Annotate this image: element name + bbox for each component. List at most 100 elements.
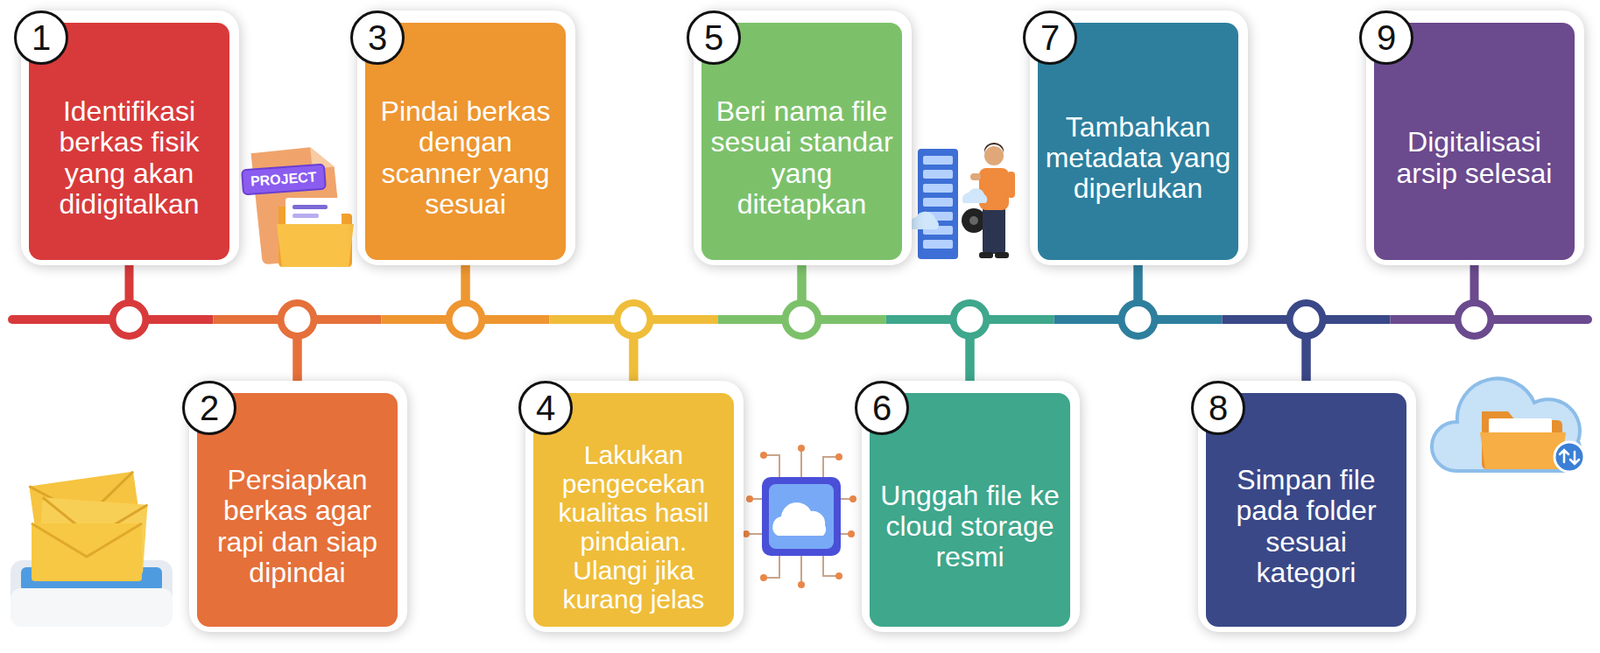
step-text: Beri nama file sesuai standar yang ditet… [708, 96, 896, 220]
timeline-dot [953, 303, 987, 337]
server-person-icon [923, 239, 953, 249]
server-person-icon [969, 216, 979, 226]
step-number: 4 [518, 380, 573, 436]
step-body: Beri nama file sesuai standar yang ditet… [701, 22, 903, 261]
server-person-icon [962, 188, 987, 204]
cloud-chip-body [761, 477, 841, 557]
step-body: Digitalisasi arsip selesai [1374, 22, 1575, 261]
cloud-folder-icon [1559, 450, 1579, 465]
server-person-icon [984, 146, 1004, 166]
timeline-connector [1306, 260, 1475, 394]
cloud-chip-icon [823, 457, 839, 478]
timeline-connector [129, 260, 298, 394]
step-text: Pindai berkas dengan scanner yang sesuai [372, 96, 559, 220]
step-body: Identifikasi berkas fisik yang akan didi… [28, 22, 230, 261]
timeline-dot [1121, 303, 1156, 337]
envelope-tray-icon [31, 523, 142, 557]
step-text: Lakukan pengecekan kualitas hasil pindai… [540, 440, 727, 614]
server-person-icon [961, 208, 987, 233]
cloud-chip-dots [835, 572, 843, 580]
cloud-chip-icon [800, 556, 803, 586]
step-text: Digitalisasi arsip selesai [1381, 126, 1568, 189]
cloud-chip-dots [742, 444, 857, 589]
step-number: 1 [14, 10, 69, 65]
cloud-chip-dots [760, 574, 768, 582]
project-folder-icon [292, 204, 328, 210]
step-number: 5 [686, 10, 741, 65]
timeline-connector [1138, 260, 1307, 394]
step-number: 2 [182, 380, 237, 436]
step-text: Tambahkan metadata yang diperlukan [1044, 112, 1232, 205]
cloud-folder-icon [1554, 442, 1585, 473]
server-person-icon [923, 197, 953, 207]
step-card: Lakukan pengecekan kualitas hasil pindai… [533, 393, 734, 628]
cloud-chip-dots [760, 451, 768, 459]
timeline-dot [617, 303, 651, 337]
timeline-connector [970, 260, 1139, 394]
step-number: 3 [350, 10, 405, 65]
envelope-tray-icon [10, 472, 173, 628]
step-card: Tambahkan metadata yang diperlukan7 [1037, 22, 1239, 261]
server-person-icon [909, 142, 1015, 260]
step-card: Unggah file ke cloud storage resmi6 [869, 393, 1071, 628]
timeline-dot [281, 303, 315, 337]
icon-label: PROJECT [240, 163, 326, 197]
cloud-folder-icon [1431, 378, 1585, 473]
cloud-chip-dots [849, 495, 857, 503]
server-person-icon [923, 155, 953, 165]
server-person-icon [984, 142, 1004, 155]
envelope-tray-icon [31, 523, 142, 582]
server-person-icon [917, 148, 959, 260]
cloud-chip-icon [823, 556, 839, 577]
step-number: 6 [854, 380, 910, 436]
cloud-chip-icon [763, 556, 780, 578]
cloud-chip-dots [742, 530, 750, 538]
step-text: Simpan file pada folder sesuai kategori [1212, 465, 1400, 589]
server-person-icon [979, 168, 1009, 211]
cloud-chip-body [768, 484, 834, 550]
step-number: 9 [1359, 10, 1414, 65]
step-number: 7 [1022, 10, 1078, 65]
cloud-chip-dots [797, 444, 805, 452]
project-folder-icon [251, 145, 354, 268]
cloud-chip-icon [800, 448, 803, 478]
timeline-dot [449, 303, 483, 337]
server-person-icon [982, 206, 1006, 254]
cloud-chip-icon [763, 455, 780, 478]
timeline-dot [1289, 303, 1324, 337]
step-body: Pindai berkas dengan scanner yang sesuai [365, 22, 566, 261]
server-person-icon [923, 169, 953, 179]
timeline-dot [1458, 303, 1492, 337]
cloud-chip-icon [746, 448, 853, 586]
server-person-icon [923, 183, 953, 193]
step-card: Identifikasi berkas fisik yang akan didi… [28, 22, 230, 261]
timeline-dot [112, 303, 147, 337]
step-text: Unggah file ke cloud storage resmi [876, 480, 1064, 574]
timeline-connector [634, 260, 803, 394]
server-person-icon [979, 252, 994, 259]
step-card: Beri nama file sesuai standar yang ditet… [701, 22, 903, 261]
server-person-icon [1007, 171, 1015, 198]
step-card: Persiapkan berkas agar rapi dan siap dip… [197, 393, 398, 628]
cloud-chip-body [761, 477, 841, 557]
cloud-chip-dots [847, 530, 855, 538]
timeline-connector [465, 260, 635, 394]
project-folder-icon [276, 224, 354, 268]
step-card: Pindai berkas dengan scanner yang sesuai… [365, 22, 566, 261]
step-card: Digitalisasi arsip selesai9 [1374, 22, 1575, 261]
step-text: Identifikasi berkas fisik yang akan didi… [35, 96, 223, 220]
timeline-dot [785, 303, 819, 337]
step-text: Persiapkan berkas agar rapi dan siap dip… [204, 465, 391, 589]
step-number: 8 [1191, 380, 1246, 436]
cloud-chip-dots [835, 453, 843, 461]
envelope-tray-icon [10, 588, 173, 628]
cloud-folder-icon [1480, 432, 1566, 470]
server-person-icon [970, 173, 981, 181]
server-person-icon [909, 211, 938, 230]
timeline-connector [297, 260, 466, 394]
timeline-connector [802, 260, 971, 394]
cloud-chip-body [772, 502, 826, 536]
step-card: Simpan file pada folder sesuai kategori8 [1205, 393, 1407, 628]
cloud-chip-dots [746, 495, 754, 503]
server-person-icon [994, 252, 1009, 259]
